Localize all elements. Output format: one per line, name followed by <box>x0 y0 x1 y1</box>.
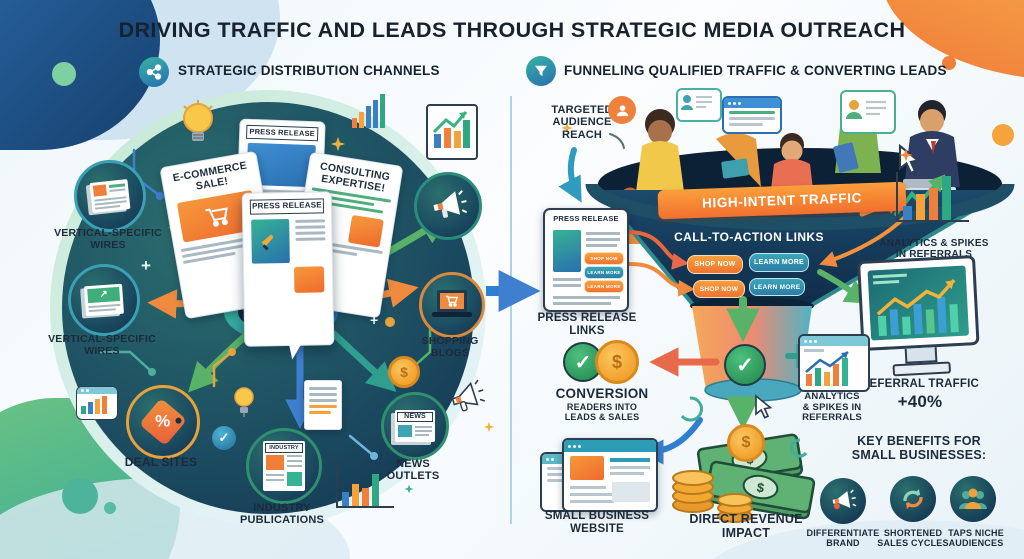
cta-title: CALL-TO-ACTION LINKS <box>674 230 824 244</box>
card-title: PRESS RELEASE <box>553 214 619 223</box>
ecommerce-doc: E-COMMERCE SALE! <box>159 150 283 320</box>
channel-label-vertical-wires-1: VERTICAL-SPECIFIC WIRES <box>54 227 162 251</box>
monitor-screen <box>867 265 970 341</box>
channel-circle-shopping <box>419 272 485 338</box>
card-mini-button-3: LEARN MORE <box>584 280 624 293</box>
id-card-bubble <box>840 90 896 134</box>
svg-text:$: $ <box>756 480 766 496</box>
floating-bars-icon <box>352 94 385 128</box>
megaphone-circle-icon <box>414 172 482 240</box>
mini-browser-chart-icon <box>76 386 118 420</box>
dot-teal-bottom-left <box>62 478 98 514</box>
benefit-label-audiences: TAPS NICHE AUDIENCES <box>948 528 1004 549</box>
channel-circle-industry: INDUSTRY <box>246 428 322 504</box>
lightbulb-small-icon <box>232 386 256 420</box>
conversion-subtitle: READERS INTO LEADS & SALES <box>564 402 640 423</box>
benefit-label-cycles: SHORTENED SALES CYCLES <box>877 528 949 549</box>
coin-stack-1 <box>672 470 714 513</box>
page-title: DRIVING TRAFFIC AND LEADS THROUGH STRATE… <box>118 18 906 42</box>
mini-browser-top <box>722 96 782 134</box>
plus-mark-2: + <box>370 312 379 328</box>
doc-accent-block <box>293 266 325 293</box>
doc-accent-block <box>347 214 384 248</box>
website-browser-front <box>562 438 658 512</box>
conversion-coin: $ <box>595 340 639 384</box>
swoosh-decorations <box>680 396 808 458</box>
laptop-cart-icon <box>432 290 472 320</box>
benefit-circle-differentiate <box>820 478 866 524</box>
newspaper-icon <box>89 179 131 213</box>
dollar-coin-small: $ <box>388 356 420 388</box>
benefit-label-differentiate: DIFFERENTIATE BRAND <box>806 528 880 549</box>
press-release-links-card: PRESS RELEASE SHOP NOW LEARN MORE LEARN … <box>543 208 629 312</box>
funnel-icon <box>526 56 556 86</box>
analytics-browser <box>798 334 870 392</box>
card-image <box>553 230 581 272</box>
conversion-title: CONVERSION <box>555 386 649 401</box>
growth-chart-icon <box>426 104 478 160</box>
referral-traffic-label: REFERRAL TRAFFIC <box>861 378 979 390</box>
cart-block <box>176 189 259 243</box>
channel-circle-vertical-wires-2: ↗ <box>68 264 140 336</box>
megaphone-doodle-icon <box>448 378 490 418</box>
doc-title: PRESS RELEASE <box>249 198 325 215</box>
channel-circle-deal-sites: % <box>126 385 200 459</box>
chat-bubble-person <box>676 88 722 122</box>
cta-button-shop-now-1: SHOP NOW <box>687 255 743 274</box>
person-bubble-orange <box>608 96 636 124</box>
doc-title: PRESS RELEASE <box>245 124 319 142</box>
card-mini-button-1: SHOP NOW <box>584 252 624 265</box>
plus-mark-1: + <box>141 256 151 275</box>
dot-green-top-left <box>52 62 76 86</box>
benefits-title: KEY BENEFITS FOR SMALL BUSINESSES: <box>851 434 987 462</box>
dot-orange-2 <box>992 124 1014 146</box>
channel-label-industry: INDUSTRY PUBLICATIONS <box>239 502 325 527</box>
industry-doc-icon: INDUSTRY <box>263 441 305 491</box>
cta-button-shop-now-2: SHOP NOW <box>693 280 745 298</box>
monitor-stand <box>904 347 938 364</box>
right-section-header: FUNNELING QUALIFIED TRAFFIC & CONVERTING… <box>564 63 947 78</box>
small-business-label: SMALL BUSINESS WEBSITE <box>544 510 650 535</box>
cycle-arrows-icon <box>903 489 923 509</box>
analytics-bar-chart <box>896 172 969 222</box>
benefit-circle-audiences <box>950 476 996 522</box>
benefit-circle-cycles <box>890 476 936 522</box>
doc-with-cursor <box>304 380 342 430</box>
channel-circle-news: NEWS <box>381 392 449 460</box>
targeted-audience-label: TARGETED AUDIENCE REACH <box>551 104 613 141</box>
coin-stack-2 <box>717 493 753 523</box>
referral-traffic-value: +40% <box>897 392 943 411</box>
speech-tail <box>288 336 310 360</box>
hero-block <box>570 456 604 480</box>
funnel-check-circle: ✓ <box>724 344 766 386</box>
lightbulb-icon <box>180 100 216 152</box>
dot-orange-1 <box>942 56 956 70</box>
analytics-mid-label: ANALYTICS & SPIKES IN REFERRALS <box>802 391 862 424</box>
dot-teal-small <box>104 502 116 514</box>
cta-button-learn-more-2: LEARN MORE <box>749 278 805 296</box>
channel-label-shopping: SHOPPING BLOGS <box>421 335 479 359</box>
share-icon <box>139 57 169 87</box>
discount-tag-icon: % <box>139 398 187 446</box>
channel-label-deal-sites: DEAL SITES <box>124 455 198 469</box>
monitor <box>857 254 981 378</box>
bar-chart-bottom-icon <box>336 462 394 508</box>
revenue-label: DIRECT REVENUE IMPACT <box>689 512 803 540</box>
card-mini-button-2: LEARN MORE <box>584 266 624 279</box>
channel-label-news: NEWS OUTLETS <box>386 458 440 483</box>
funnel-coin: $ <box>727 424 765 462</box>
press-release-doc-front: PRESS RELEASE <box>241 191 335 347</box>
megaphone-benefit-icon <box>832 489 857 510</box>
channel-circle-vertical-wires-1 <box>74 160 146 232</box>
newspaper-arrow-icon: ↗ <box>83 283 125 317</box>
people-group-icon <box>959 488 987 509</box>
doc-image <box>251 218 290 264</box>
check-circle-small: ✓ <box>212 426 236 450</box>
cta-button-learn-more-1: LEARN MORE <box>749 253 809 272</box>
left-section-header: STRATEGIC DISTRIBUTION CHANNELS <box>178 63 440 78</box>
news-paper-icon: NEWS <box>395 410 435 442</box>
analytics-top-label: ANALYTICS & SPIKES IN REFERRALS <box>879 238 989 261</box>
channel-label-vertical-wires-2: VERTICAL-SPECIFIC WIRES <box>48 333 156 357</box>
press-release-links-label: PRESS RELEASE LINKS <box>537 312 637 337</box>
